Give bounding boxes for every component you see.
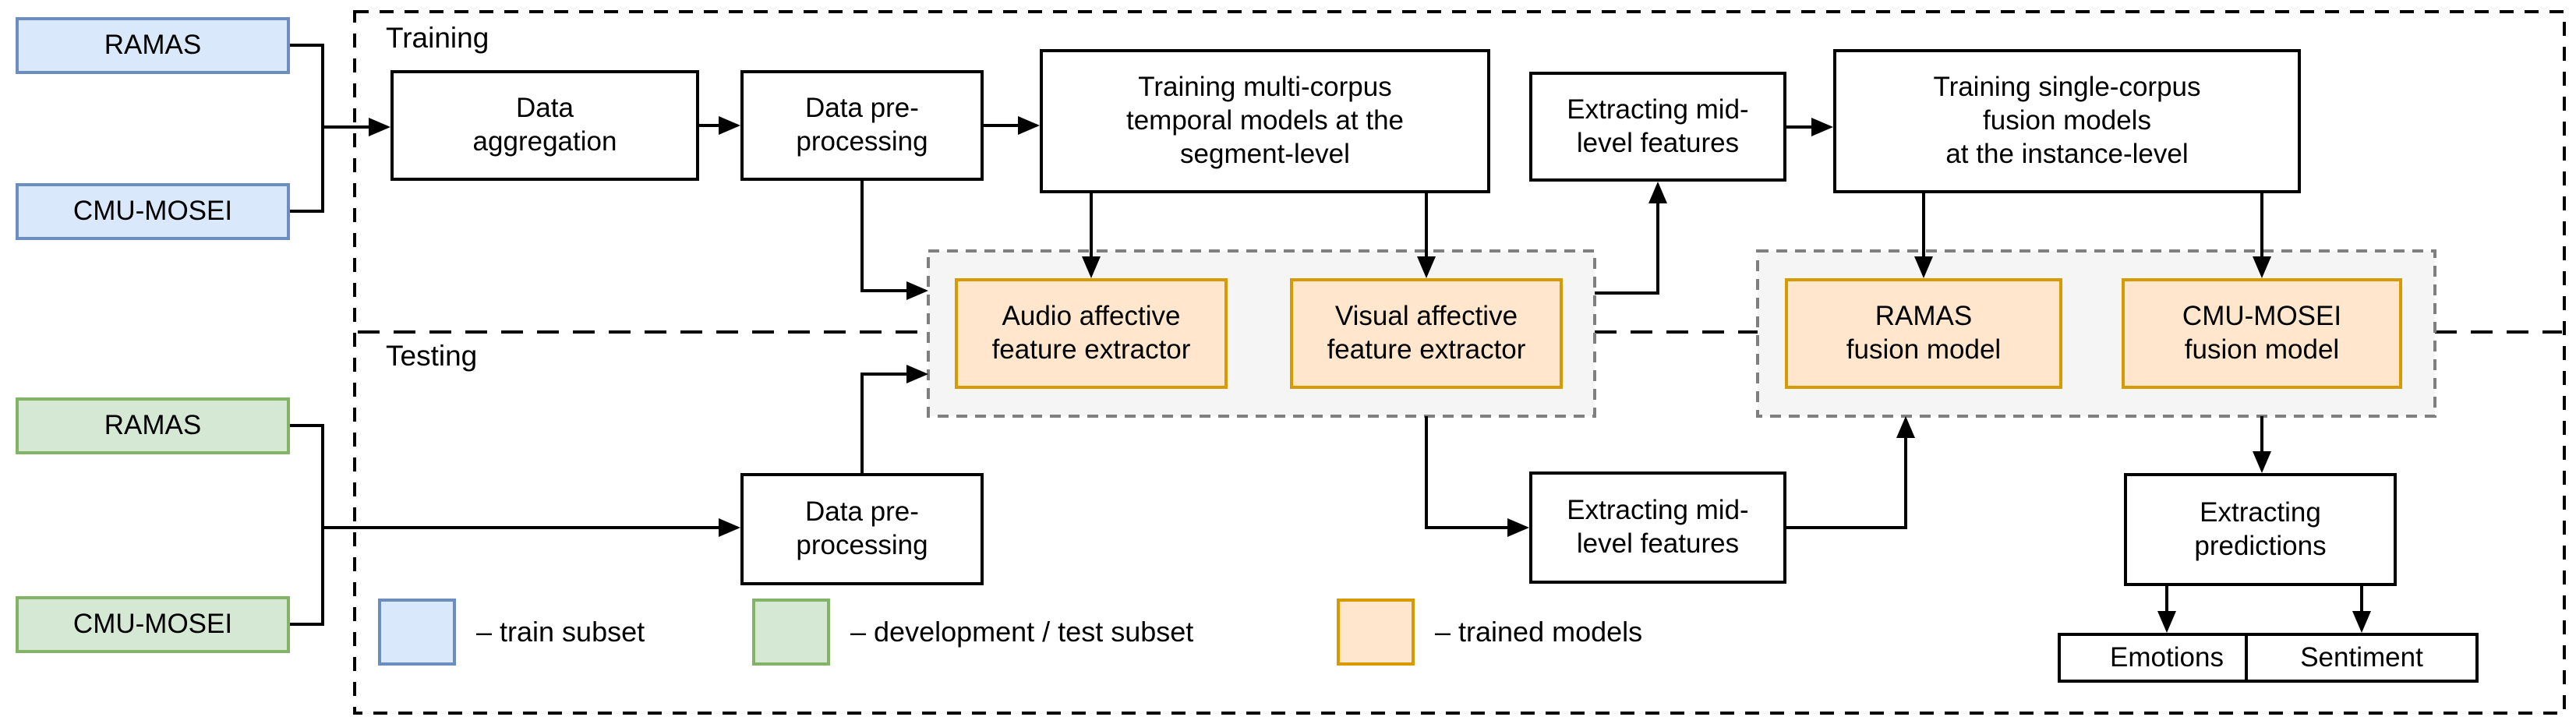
- connectors: [290, 44, 2371, 633]
- cmu-mosei-fusion-model-node: CMU-MOSEI fusion model: [2122, 278, 2402, 389]
- training-single-corpus-node: Training single-corpus fusion models at …: [1833, 49, 2301, 193]
- outer-dashed-border: [353, 10, 2566, 715]
- sentiment-output-node: Sentiment: [2245, 633, 2479, 683]
- dev-test-subset-swatch: [752, 599, 830, 666]
- train-cmu-mosei-dataset: CMU-MOSEI: [16, 183, 290, 240]
- extracting-predictions-node: Extracting predictions: [2124, 473, 2397, 586]
- legend-label: – development / test subset: [850, 616, 1194, 648]
- legend-train-subset: – train subset: [378, 599, 645, 666]
- testing-section-label: Testing: [386, 340, 478, 372]
- data-preprocessing-testing-node: Data pre- processing: [740, 473, 984, 585]
- data-aggregation-node: Data aggregation: [390, 70, 699, 181]
- audio-feature-extractor-node: Audio affective feature extractor: [955, 278, 1228, 389]
- legend-trained-models: – trained models: [1337, 599, 1642, 666]
- visual-feature-extractor-node: Visual affective feature extractor: [1290, 278, 1563, 389]
- test-cmu-mosei-dataset: CMU-MOSEI: [16, 596, 290, 653]
- train-subset-swatch: [378, 599, 456, 666]
- emotions-output-node: Emotions: [2058, 633, 2276, 683]
- legend-dev-test-subset: – development / test subset: [752, 599, 1193, 666]
- legend-label: – trained models: [1435, 616, 1643, 648]
- trained-models-swatch: [1337, 599, 1415, 666]
- training-section-label: Training: [386, 22, 489, 54]
- training-multi-corpus-node: Training multi-corpus temporal models at…: [1040, 49, 1490, 193]
- data-preprocessing-training-node: Data pre- processing: [740, 70, 984, 181]
- train-ramas-dataset: RAMAS: [16, 17, 290, 74]
- extracting-mid-level-testing-node: Extracting mid- level features: [1529, 471, 1786, 584]
- extracting-mid-level-training-node: Extracting mid- level features: [1529, 72, 1786, 182]
- ramas-fusion-model-node: RAMAS fusion model: [1785, 278, 2062, 389]
- legend-label: – train subset: [476, 616, 645, 648]
- test-ramas-dataset: RAMAS: [16, 397, 290, 454]
